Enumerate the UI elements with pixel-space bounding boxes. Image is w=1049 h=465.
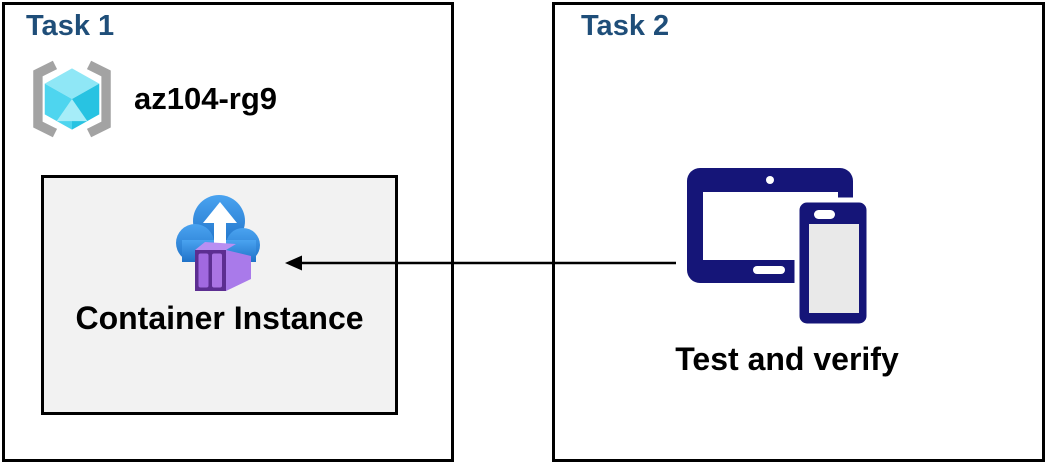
resource-group-row: az104-rg9 — [26, 56, 277, 142]
resource-group-icon — [33, 60, 111, 138]
resource-group-name: az104-rg9 — [134, 81, 278, 116]
connector-arrow — [285, 255, 676, 271]
test-and-verify-label: Test and verify — [675, 341, 899, 377]
container-instance-box: Container Instance — [41, 175, 398, 415]
task2-title: Task 2 — [581, 10, 670, 42]
container-cube — [194, 242, 251, 291]
container-instance-label: Container Instance — [75, 300, 364, 336]
container-instance-icon — [175, 195, 260, 291]
upload-arrow — [202, 202, 237, 245]
arrowhead-left — [285, 255, 302, 271]
phone-icon — [794, 197, 872, 329]
task1-title: Task 1 — [26, 10, 115, 42]
devices-icon — [687, 168, 872, 329]
